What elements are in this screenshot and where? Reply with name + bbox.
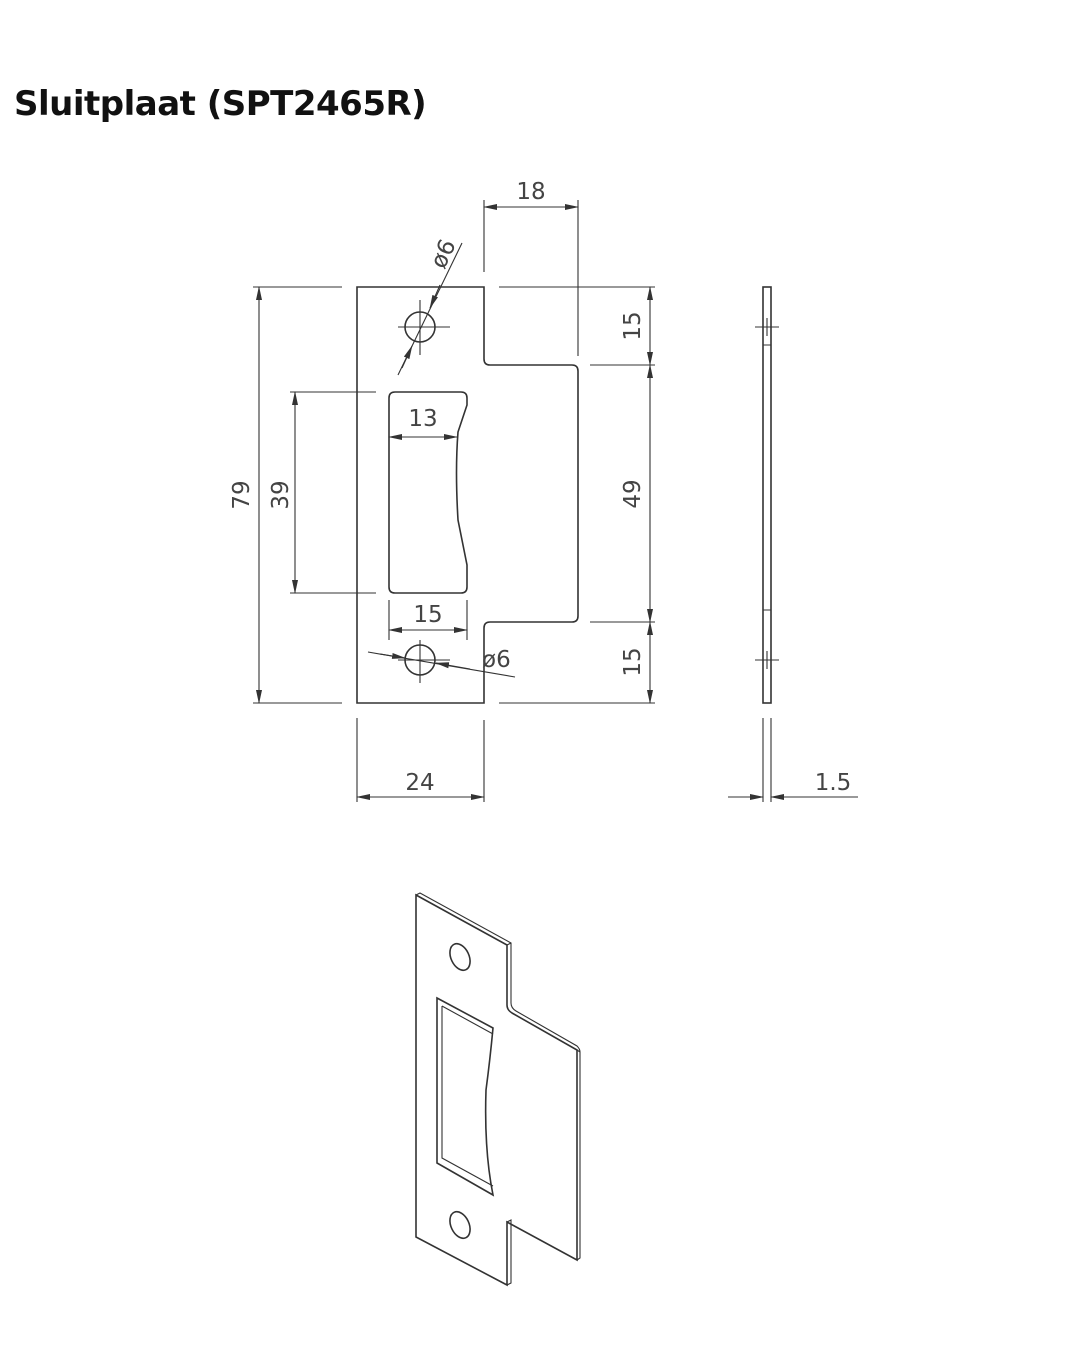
dimensions: 18 ø6 79 39 15 49 15 13 15 ø6 24 [229, 179, 655, 802]
extension-lines-15-slot [388, 600, 468, 640]
dim-13: 13 [408, 406, 437, 432]
side-hole-marks [755, 318, 779, 669]
iso-plate-edge [415, 892, 581, 1286]
iso-hole-top [449, 942, 471, 972]
extension-lines-thickness [762, 718, 772, 802]
isometric-view [415, 892, 581, 1287]
dim-18: 18 [516, 179, 545, 205]
iso-hole-bottom [449, 1210, 471, 1240]
dim-24: 24 [405, 770, 434, 796]
front-view [356, 286, 579, 704]
extension-lines-24 [356, 718, 485, 802]
dim-dia-bottom: ø6 [482, 647, 511, 673]
extension-lines-vertical [253, 286, 655, 704]
side-plate-outline [762, 286, 772, 704]
dim-15-bottom: 15 [620, 647, 646, 676]
arrow-dia-bottom-1 [379, 652, 406, 659]
extension-lines-18 [483, 200, 579, 356]
arrow-dia-top-2 [401, 345, 413, 369]
dim-thickness: 1.5 [815, 770, 852, 796]
dim-39: 39 [268, 480, 294, 509]
iso-slot-depth [441, 1005, 494, 1187]
iso-plate-face [415, 893, 578, 1287]
dim-49: 49 [620, 479, 646, 508]
dim-15-slot: 15 [413, 602, 442, 628]
side-view: 1.5 [728, 286, 858, 802]
dim-dia-top: ø6 [426, 236, 462, 273]
iso-strike-slot [436, 996, 495, 1197]
plate-outline [356, 286, 579, 704]
arrow-dia-bottom-2 [435, 662, 471, 670]
dim-79: 79 [229, 480, 255, 509]
hole-centerlines [398, 300, 450, 683]
strike-slot [388, 391, 468, 594]
page-title: Sluitplaat (SPT2465R) [14, 84, 427, 124]
dim-15-top: 15 [620, 311, 646, 340]
arrow-dia-top-1 [429, 284, 441, 309]
